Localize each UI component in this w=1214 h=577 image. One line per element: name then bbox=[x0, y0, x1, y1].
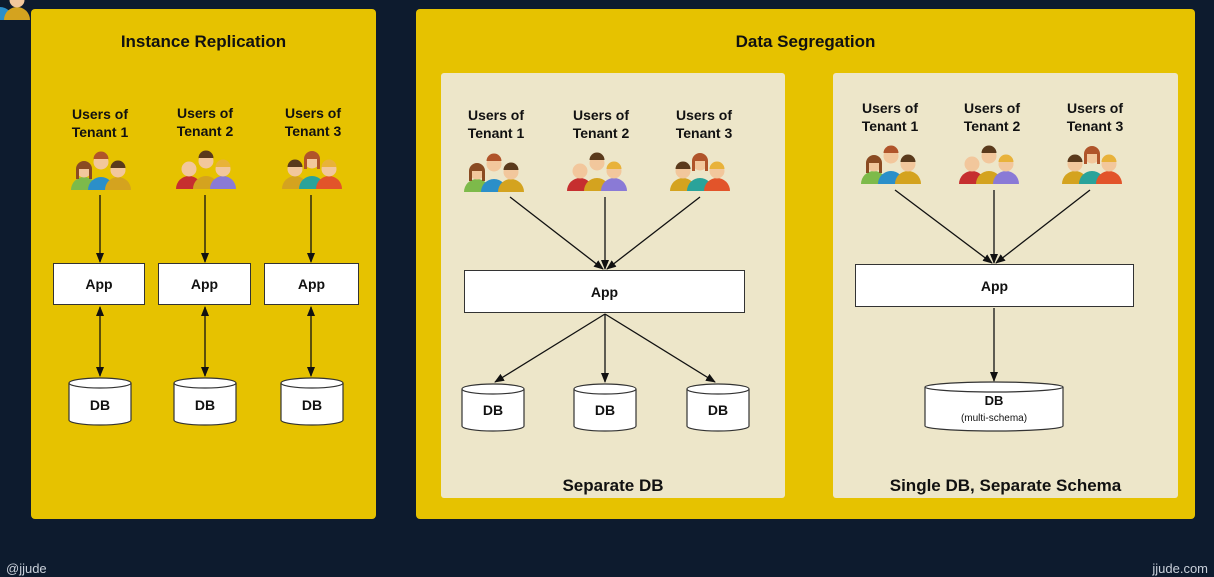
tenant-3-people bbox=[282, 151, 342, 189]
person-icon bbox=[704, 161, 730, 191]
db-cylinder bbox=[280, 377, 344, 426]
person-icon bbox=[670, 161, 696, 191]
db-separate-2: DB bbox=[574, 396, 636, 426]
person-icon bbox=[601, 161, 627, 191]
footer-left-handle: @jjude bbox=[6, 561, 47, 576]
db-cylinder bbox=[573, 383, 637, 432]
footer-right-site: jjude.com bbox=[1152, 561, 1208, 576]
app-box-tenant-1: App bbox=[53, 263, 145, 305]
data-segregation-title: Data Segregation bbox=[735, 32, 876, 51]
person-icon bbox=[993, 154, 1019, 184]
db-tenant-1: DB bbox=[69, 390, 131, 420]
tenant-3-people bbox=[670, 153, 730, 191]
app-box-separate-db: App bbox=[464, 270, 745, 313]
tenant-3-people bbox=[1062, 146, 1122, 184]
db-label: DB bbox=[89, 397, 111, 413]
db-label: DB bbox=[301, 397, 323, 413]
app-box-single-db: App bbox=[855, 264, 1134, 307]
person-icon bbox=[316, 159, 342, 189]
arrow-users-to-app bbox=[894, 189, 993, 264]
app-box-tenant-2: App bbox=[158, 263, 251, 305]
person-icon bbox=[1096, 154, 1122, 184]
db-label: DB bbox=[707, 402, 729, 418]
db-label: DB bbox=[594, 402, 616, 418]
db-label: DB bbox=[194, 397, 216, 413]
arrow-users-to-app bbox=[509, 196, 604, 270]
arrow-app-to-db bbox=[604, 313, 716, 383]
separate-db-label: Separate DB bbox=[562, 476, 664, 495]
db-cylinder bbox=[173, 377, 237, 426]
db-tenant-3: DB bbox=[281, 390, 343, 420]
db-separate-3: DB bbox=[687, 396, 749, 426]
single-db-label: Single DB, Separate Schema bbox=[889, 476, 1122, 495]
person-icon bbox=[210, 159, 236, 189]
db-cylinder bbox=[686, 383, 750, 432]
db-cylinder bbox=[461, 383, 525, 432]
arrow-users-to-app bbox=[995, 189, 1091, 264]
db-label: DB bbox=[482, 402, 504, 418]
db-label: DB bbox=[984, 393, 1004, 408]
tenant-2-people bbox=[959, 145, 1019, 184]
person-icon bbox=[1062, 154, 1088, 184]
db-tenant-2: DB bbox=[174, 390, 236, 420]
instance-replication-title: Instance Replication bbox=[120, 32, 287, 51]
db-multi-schema: DB (multi-schema) bbox=[925, 392, 1063, 430]
db-cylinder bbox=[924, 381, 1064, 432]
db-separate-1: DB bbox=[462, 396, 524, 426]
person-icon bbox=[4, 0, 30, 20]
app-box-tenant-3: App bbox=[264, 263, 359, 305]
db-multi-schema-note: (multi-schema) bbox=[960, 413, 1028, 424]
tenant-2-people bbox=[176, 150, 236, 189]
arrow-app-to-db bbox=[494, 313, 606, 383]
db-cylinder bbox=[68, 377, 132, 426]
tenant-2-people bbox=[567, 152, 627, 191]
arrow-users-to-app bbox=[606, 196, 701, 270]
